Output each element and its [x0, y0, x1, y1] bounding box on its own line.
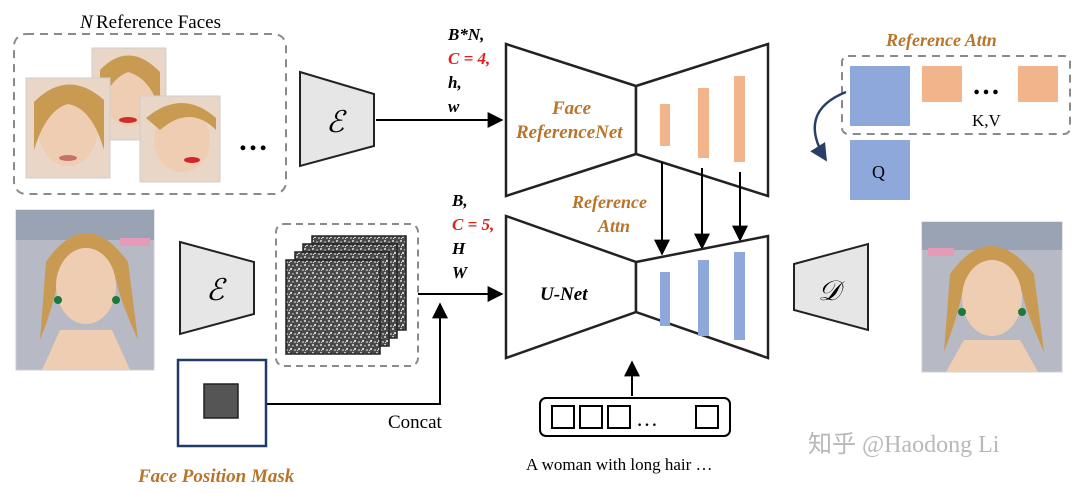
- face-referencenet-label-2: ReferenceNet: [515, 122, 623, 143]
- reference-faces-title: Reference Faces: [96, 12, 221, 33]
- text-token: [551, 405, 575, 429]
- reference-face-photo: [25, 77, 111, 179]
- top-shape-line-4: w: [448, 97, 460, 116]
- top-shape-line-3: h,: [448, 73, 462, 92]
- bottom-shape-label: B, C = 5, H W: [451, 191, 494, 282]
- reference-face-photo: [139, 95, 221, 183]
- encoder-bottom-symbol: ℰ: [206, 274, 227, 307]
- reference-attn-label-1: Reference: [571, 192, 647, 212]
- query-projection-arrow: [810, 90, 847, 162]
- top-shape-label: B*N, C = 4, h, w: [447, 25, 490, 116]
- encoder-top-symbol: ℰ: [326, 106, 347, 139]
- unet-feature-bar: [660, 272, 670, 326]
- referencenet-feature-bar: [734, 76, 745, 162]
- text-token: [607, 405, 631, 429]
- top-shape-line-1: B*N,: [447, 25, 484, 44]
- encoder-bottom: [179, 240, 255, 336]
- arrow-mask-concat: [266, 302, 448, 405]
- top-shape-line-2: C = 4,: [448, 49, 490, 68]
- input-face-photo: [15, 209, 155, 371]
- output-face-photo: [921, 221, 1063, 373]
- bottom-shape-line-2: C = 5,: [452, 215, 494, 234]
- key-value-feature: [1018, 66, 1058, 102]
- query-square: [850, 140, 910, 200]
- text-token: [579, 405, 603, 429]
- latent-group: [275, 223, 419, 367]
- unet-label: U-Net: [540, 284, 588, 305]
- unet-feature-bar: [698, 260, 709, 336]
- referencenet-feature-bar: [698, 88, 709, 158]
- reference-attn-label-2: Attn: [597, 216, 630, 236]
- bottom-shape-line-3: H: [451, 239, 466, 258]
- q-label: Q: [872, 162, 885, 182]
- face-position-mask-label: Face Position Mask: [137, 466, 295, 487]
- query-feature-square: [850, 66, 910, 126]
- face-referencenet-label-1: Face: [551, 98, 592, 119]
- reference-faces-ellipsis: …: [238, 124, 268, 157]
- watermark: 知乎 @Haodong Li: [808, 431, 1000, 458]
- unet-feature-bar: [734, 252, 745, 340]
- kv-ellipsis: …: [972, 70, 1000, 101]
- bottom-shape-line-4: W: [452, 263, 469, 282]
- reference-faces-n: N: [79, 12, 94, 33]
- kv-label: K,V: [972, 111, 1002, 130]
- encoder-top: [299, 70, 375, 168]
- key-value-feature: [922, 66, 962, 102]
- text-token: [695, 405, 719, 429]
- face-referencenet-encoder: [504, 42, 638, 198]
- decoder: [793, 242, 869, 332]
- text-token-ellipsis: …: [636, 406, 658, 431]
- noisy-latent-stack: [285, 235, 407, 355]
- concat-label: Concat: [388, 412, 443, 433]
- mask-face-region: [203, 383, 239, 419]
- reference-attn-panel-title: Reference Attn: [885, 30, 997, 50]
- bottom-shape-line-1: B,: [451, 191, 468, 210]
- reference-faces-group: [13, 33, 287, 195]
- text-prompt: A woman with long hair …: [526, 455, 713, 474]
- referencenet-feature-bar: [660, 104, 670, 146]
- reference-attn-panel: [841, 55, 1071, 135]
